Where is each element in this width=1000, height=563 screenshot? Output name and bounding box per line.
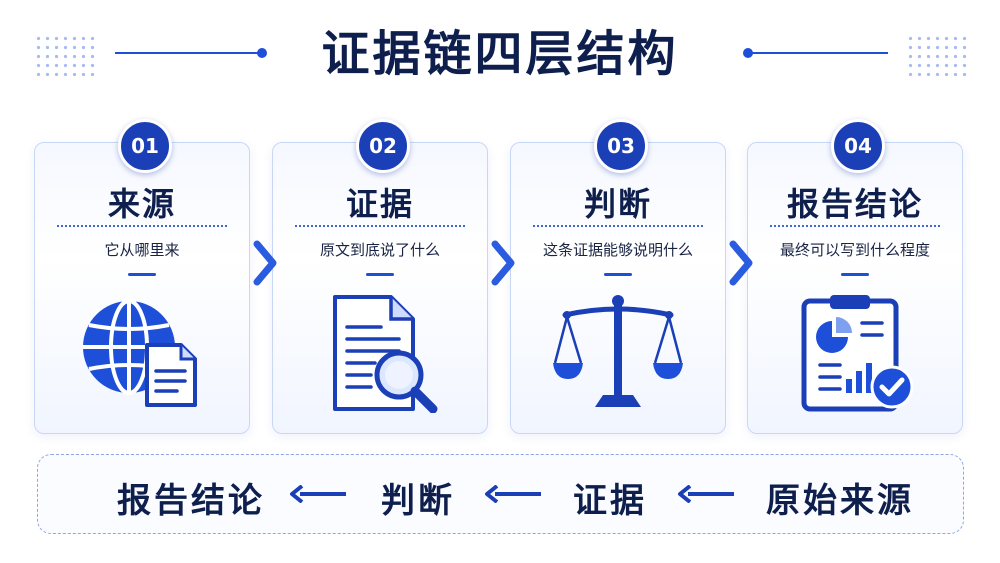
short-dash bbox=[366, 273, 394, 276]
chevron-right-icon bbox=[253, 240, 277, 286]
layer-subtitle: 最终可以写到什么程度 bbox=[779, 241, 930, 259]
layer-card-report-conclusion: 04 报告结论 最终可以写到什么程度 bbox=[747, 119, 963, 434]
flow-step-evidence: 证据 bbox=[573, 481, 647, 521]
chevron-right-icon bbox=[491, 240, 515, 286]
globe-document-icon bbox=[35, 293, 249, 413]
layer-subtitle: 原文到底说了什么 bbox=[319, 241, 440, 259]
layer-card-evidence: 02 证据 原文到底说了什么 bbox=[272, 119, 488, 434]
layer-number-badge: 04 bbox=[831, 119, 885, 173]
layer-subtitle: 这条证据能够说明什么 bbox=[542, 241, 693, 259]
report-clipboard-check-icon bbox=[748, 293, 962, 413]
page-title: 证据链四层结构 bbox=[321, 26, 679, 82]
chevron-right-icon bbox=[729, 240, 753, 286]
layer-title: 报告结论 bbox=[786, 185, 923, 223]
layer-number-badge: 02 bbox=[356, 119, 410, 173]
short-dash bbox=[841, 273, 869, 276]
title-divider-right bbox=[748, 52, 888, 54]
arrow-left-icon bbox=[485, 485, 541, 503]
balance-scale-icon bbox=[511, 293, 725, 413]
flow-step-report-conclusion: 报告结论 bbox=[117, 481, 265, 521]
reverse-trace-flow: 报告结论 判断 证据 原始来源 bbox=[37, 454, 964, 534]
dotted-divider bbox=[295, 225, 465, 227]
dotted-divider bbox=[57, 225, 227, 227]
layer-card-judgment: 03 判断 这条证据能够说明什么 bbox=[510, 119, 726, 434]
layer-title: 证据 bbox=[345, 185, 414, 223]
decorative-dot-grid-right bbox=[906, 34, 968, 76]
dotted-divider bbox=[533, 225, 703, 227]
arrow-left-icon bbox=[290, 485, 346, 503]
short-dash bbox=[128, 273, 156, 276]
short-dash bbox=[604, 273, 632, 276]
layer-title: 来源 bbox=[107, 185, 176, 223]
layer-card-source: 01 来源 它从哪里来 bbox=[34, 119, 250, 434]
title-divider-left bbox=[115, 52, 260, 54]
flow-step-original-source: 原始来源 bbox=[766, 481, 914, 521]
document-magnifier-icon bbox=[273, 293, 487, 413]
flow-step-judgment: 判断 bbox=[381, 481, 455, 521]
layer-number-badge: 03 bbox=[594, 119, 648, 173]
layer-subtitle: 它从哪里来 bbox=[104, 241, 180, 259]
layer-title: 判断 bbox=[583, 185, 652, 223]
dotted-divider bbox=[770, 225, 940, 227]
decorative-dot-grid-left bbox=[34, 34, 96, 76]
title-divider-dot-left bbox=[257, 48, 267, 58]
layer-number-badge: 01 bbox=[118, 119, 172, 173]
arrow-left-icon bbox=[678, 485, 734, 503]
